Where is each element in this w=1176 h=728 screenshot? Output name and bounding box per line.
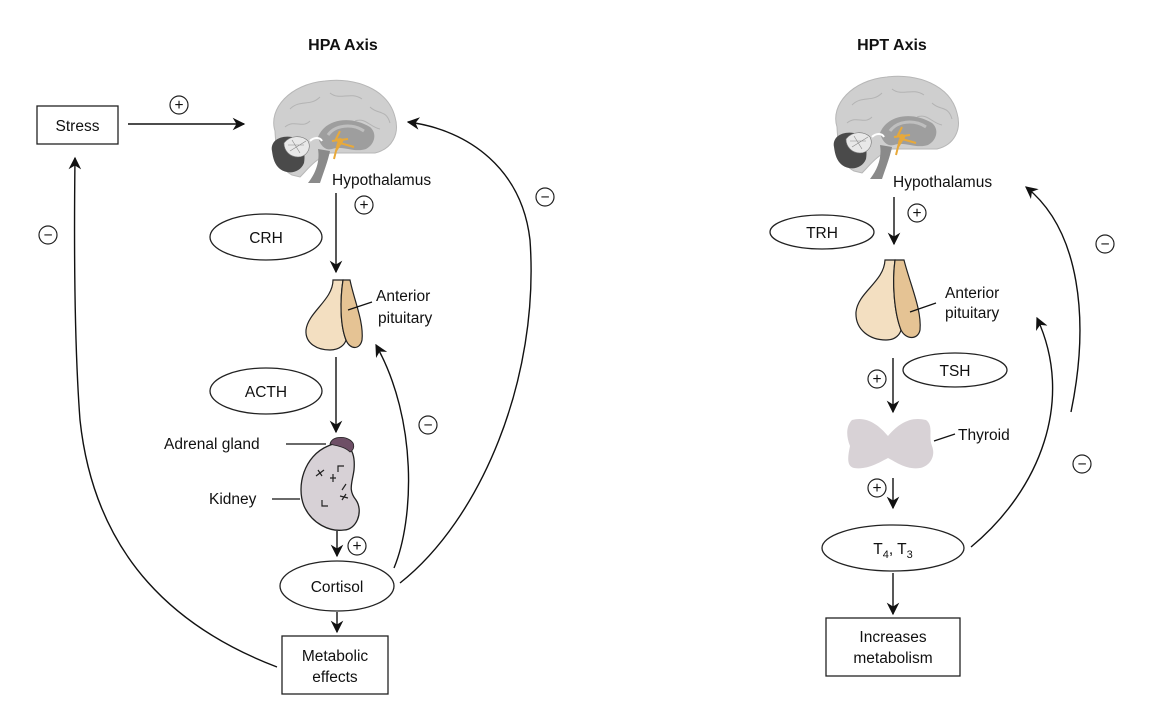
pituitary-icon (305, 279, 363, 351)
acth-label: ACTH (245, 384, 287, 401)
hpt-plus-sign-hypo (907, 203, 927, 223)
plus-sign-hypo-label: + (359, 197, 368, 214)
plus-sign-hypo (354, 195, 374, 215)
t-to-pituitary-feedback-arrow (970, 316, 1054, 548)
trh-label: TRH (806, 225, 838, 242)
hpt-plus-sign-pit (867, 369, 887, 389)
stress-box (36, 105, 119, 145)
hpt-pituitary-icon (855, 259, 921, 341)
thyroid-label: Thyroid (958, 427, 1010, 444)
hpt-plus-sign-hypo-label: + (912, 205, 921, 222)
hpt-minus-sign-pit (1072, 454, 1092, 474)
brain-icon (270, 78, 398, 185)
hpa-anterior-label: Anterior (376, 288, 430, 305)
hpa-hypothalamus-label: Hypothalamus (332, 172, 431, 189)
t4-t3-ellipse (821, 524, 965, 572)
hpt-minus-sign-hypo-label: − (1100, 236, 1109, 253)
trh-ellipse (769, 214, 875, 250)
minus-sign-pit (418, 415, 438, 435)
acth-ellipse (209, 367, 323, 415)
t4-t3-label: T4, T3 (873, 541, 913, 561)
tsh-ellipse (902, 352, 1008, 388)
hpt-minus-sign-hypo (1095, 234, 1115, 254)
hpt-anterior-label: Anterior (945, 285, 999, 302)
kidney-label: Kidney (209, 491, 257, 508)
crh-ellipse (209, 213, 323, 261)
adrenal-gland-icon (329, 436, 355, 453)
adrenal-label: Adrenal gland (164, 436, 260, 453)
plus-sign-kidney (347, 536, 367, 556)
plus-sign-kidney-label: + (352, 538, 361, 555)
hpt-title: HPT Axis (857, 37, 927, 54)
minus-sign-pit-label: − (423, 417, 432, 434)
tsh-label: TSH (940, 363, 971, 380)
increases-label-2: metabolism (853, 650, 932, 667)
metabolic-label-1: Metabolic (302, 648, 369, 665)
minus-sign-stress (38, 225, 58, 245)
cortisol-label: Cortisol (311, 579, 364, 596)
plus-sign-stress-label: + (174, 97, 183, 114)
thyroid-pointer (933, 433, 956, 442)
hpt-minus-sign-pit-label: − (1077, 456, 1086, 473)
metabolic-to-stress-feedback-arrow (68, 156, 278, 668)
hpt-plus-sign-pit-label: + (872, 371, 881, 388)
increases-label-1: Increases (859, 629, 926, 646)
minus-sign-hypo-label: − (540, 189, 549, 206)
hpt-hypothalamus-label: Hypothalamus (893, 174, 992, 191)
cortisol-to-hypothalamus-feedback-arrow (399, 117, 532, 584)
hpa-pituitary-label: pituitary (378, 310, 433, 327)
kidney-icon (300, 442, 360, 531)
stress-label: Stress (56, 118, 100, 135)
hpt-plus-sign-thyroid-label: + (872, 480, 881, 497)
minus-sign-hypo (535, 187, 555, 207)
crh-label: CRH (249, 230, 283, 247)
hpt-brain-icon (832, 74, 960, 181)
hpt-pituitary-pointer (909, 302, 937, 313)
plus-sign-stress (169, 95, 189, 115)
t-to-hypothalamus-feedback-arrow (1025, 186, 1081, 413)
hpt-pituitary-label: pituitary (945, 305, 1000, 322)
cortisol-ellipse (279, 560, 395, 612)
hpt-plus-sign-thyroid (867, 478, 887, 498)
pituitary-pointer (347, 301, 373, 311)
thyroid-icon (847, 418, 934, 469)
hpa-title: HPA Axis (308, 37, 378, 54)
metabolic-label-2: effects (312, 669, 358, 686)
metabolic-effects-box (281, 635, 389, 695)
minus-sign-stress-label: − (43, 227, 52, 244)
increases-metabolism-box (825, 617, 961, 677)
cortisol-to-pituitary-feedback-arrow (375, 343, 410, 569)
